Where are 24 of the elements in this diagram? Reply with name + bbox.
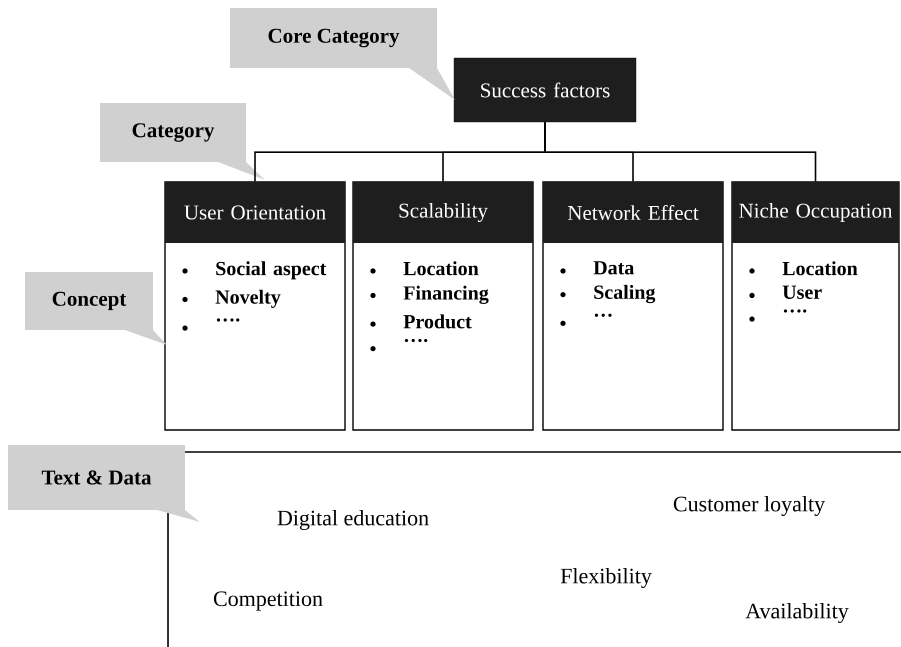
bullet-item: Location [749,261,858,276]
callout: Concept [25,272,167,345]
data-term: Availability [746,603,849,623]
bullet-item: Scaling [560,284,656,304]
data-term: Competition [214,591,323,611]
category-box: Success factors [454,58,636,122]
bullet-item: Data [560,261,634,274]
bullet-item: …. [370,338,428,352]
data-term: Customer loyalty [674,496,826,516]
bullet-item: Financing [370,286,489,304]
bullet-item: …. [182,318,240,331]
callout: Core Category [230,8,455,100]
bullet-item: Location [370,261,478,276]
bullet-item: Novelty [182,290,281,308]
callout: Text & Data [8,445,200,522]
bullet-item: … [560,314,612,326]
bullet-item: Social aspect [182,261,326,280]
connector [544,122,816,182]
data-term: Digital education [278,510,429,530]
data-term: Flexibility [560,568,652,588]
bullet-item: User [749,286,822,299]
bullet-item: …. [749,309,806,322]
bullet-item: Product [370,314,472,328]
callout: Category [100,103,265,180]
